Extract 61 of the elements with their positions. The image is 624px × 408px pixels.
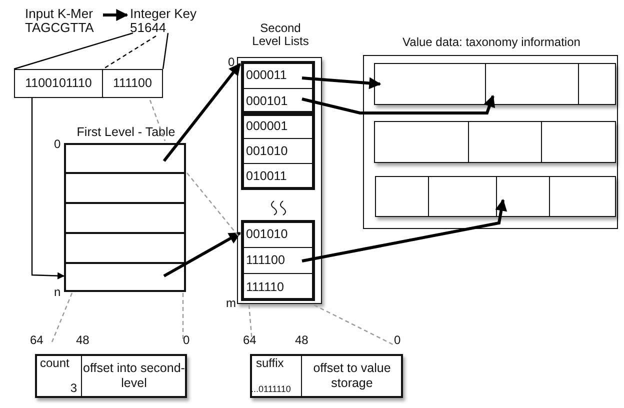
- panel-title: Value data: taxonomy information: [402, 36, 582, 49]
- value-field-cell: [374, 121, 469, 163]
- dashed-guide-line: [186, 172, 240, 238]
- key-suffix-cell: 111100: [102, 69, 163, 98]
- field-value: 3: [70, 382, 77, 395]
- first-level-entry-record: [35, 354, 187, 398]
- field-name: suffix: [256, 357, 284, 370]
- table-slot: [65, 233, 185, 263]
- arrow: [302, 76, 382, 90]
- dashed-guide-line: [51, 292, 73, 342]
- list-group-box: [241, 113, 315, 190]
- bit-position-label: 64: [30, 334, 44, 347]
- dashed-guide-line: [248, 304, 253, 342]
- arrow: [31, 98, 65, 280]
- value-record-row: [374, 63, 616, 105]
- bit-position-label: 0: [183, 334, 190, 347]
- value-record-row: [375, 176, 616, 217]
- table-slot: [65, 263, 185, 291]
- second-level-entry-record: [250, 354, 403, 398]
- index-label: n: [54, 286, 61, 299]
- table-slot: [65, 144, 185, 173]
- dashed-guide-line: [149, 100, 166, 142]
- bit-position-label: 64: [243, 334, 256, 347]
- value-field-cell: [496, 176, 550, 217]
- bit-position-label: 48: [295, 334, 308, 347]
- table-title: First Level - Table: [76, 126, 176, 139]
- value-record-row: [374, 121, 616, 163]
- arrow: [302, 94, 496, 114]
- arrow: [103, 9, 128, 21]
- table-slot: [65, 173, 185, 203]
- dashed-guide-line: [314, 304, 394, 346]
- dashed-guide-line: [182, 293, 184, 341]
- list-group-box: [241, 61, 315, 114]
- caption-text: Input K-Mer: [25, 7, 93, 20]
- connector-line: [162, 32, 169, 70]
- value-field-cell: [549, 176, 616, 217]
- value-field-cell: [541, 121, 616, 163]
- table-slot: [65, 203, 185, 233]
- bit-position-label: 48: [76, 334, 90, 347]
- key-prefix-cell: 1100101110: [14, 69, 103, 98]
- value-field-cell: [468, 121, 542, 163]
- field-value: ...0111110: [251, 383, 291, 396]
- value-field-cell: [374, 63, 486, 105]
- list-group-box: [241, 220, 315, 301]
- index-label: 0: [228, 56, 235, 69]
- connector-line: [14, 32, 134, 70]
- index-label: 0: [54, 138, 61, 151]
- field-name: count: [40, 357, 70, 370]
- value-text: 51644: [130, 21, 166, 34]
- dashed-guide-line: [102, 36, 156, 70]
- arrow: [163, 232, 242, 278]
- caption-text: Integer Key: [130, 7, 196, 20]
- index-label: m: [226, 297, 236, 310]
- value-field-cell: [428, 176, 497, 217]
- value-field-cell: [578, 63, 616, 105]
- arrow: [162, 63, 242, 162]
- panel-title: Second Level Lists: [251, 22, 310, 48]
- value-field-cell: [485, 63, 579, 105]
- bit-position-label: 0: [394, 334, 401, 347]
- value-text: TAGCGTTA: [25, 21, 94, 34]
- value-field-cell: [375, 176, 429, 217]
